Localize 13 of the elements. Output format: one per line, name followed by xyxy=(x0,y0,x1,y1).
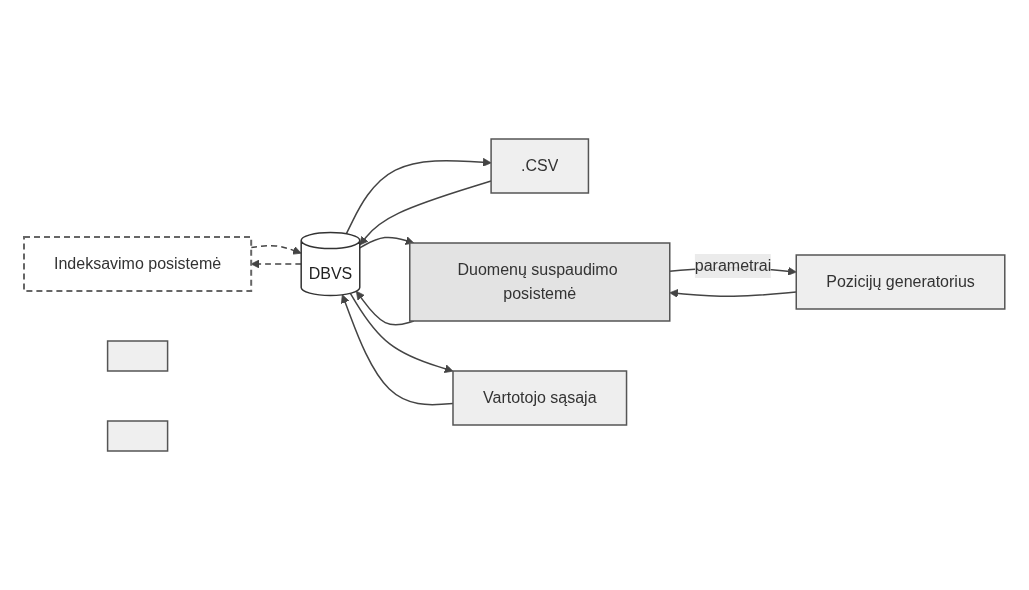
arrow xyxy=(359,236,415,249)
node-box: .CSV xyxy=(490,138,590,194)
arrow xyxy=(359,180,492,246)
node-box xyxy=(106,420,169,452)
node-box: Pozicijų generatorius xyxy=(795,254,1006,310)
node-box: Duomenų suspaudimo posistemė xyxy=(409,242,671,322)
node-box: Indeksavimo posistemė xyxy=(23,236,253,292)
arrow xyxy=(345,157,492,235)
arrow xyxy=(349,292,454,373)
arrow xyxy=(341,294,454,406)
node-box xyxy=(106,340,169,372)
node-box: Vartotojo sąsaja xyxy=(452,370,628,426)
edge-label: parametrai xyxy=(694,257,772,274)
